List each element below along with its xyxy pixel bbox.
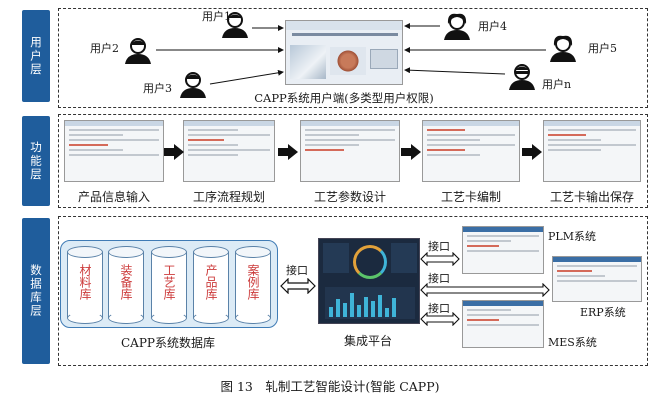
figure-caption: 图 13 轧制工艺智能设计(智能 CAPP) [220,379,440,394]
database-case-label: 案例库 [246,264,260,300]
client-label: CAPP系统用户端(多类型用户权限) [254,91,434,105]
database-equipment: 装备库 [108,246,144,324]
database-product-label: 产品库 [204,264,218,300]
user-3-label: 用户3 [143,82,172,95]
database-case: 案例库 [235,246,271,324]
integration-platform-screenshot [318,238,420,324]
user-5-label: 用户5 [588,42,617,55]
function-label-2: 工序流程规划 [192,190,266,204]
erp-system-screenshot [552,256,642,302]
database-process: 工艺库 [151,246,187,324]
flow-arrow-4 [522,144,542,160]
function-label-4: 工艺卡编制 [440,190,502,204]
interface-label-platform: 接口 [286,264,308,277]
function-label-1: 产品信息输入 [77,190,151,204]
plm-system-screenshot [462,226,544,274]
function-label-3: 工艺参数设计 [313,190,387,204]
user-layer-band: 用户层 [22,10,50,102]
user-2-icon [125,38,151,64]
database-group-label: CAPP系统数据库 [121,336,215,350]
interface-label-erp: 接口 [428,272,450,285]
database-material-label: 材料库 [78,264,92,300]
platform-label: 集成平台 [343,334,393,348]
function-layer-frame [58,114,648,208]
user-4-label: 用户4 [478,20,507,33]
user-3-icon [180,72,206,98]
erp-label: ERP系统 [580,306,626,319]
flow-arrow-2 [278,144,298,160]
database-equipment-label: 装备库 [119,264,133,300]
mes-label: MES系统 [548,336,597,349]
database-product: 产品库 [193,246,229,324]
user-2-label: 用户2 [90,42,119,55]
function-screen-5 [543,120,641,182]
user-layer-frame [58,8,648,108]
flow-arrow-3 [401,144,421,160]
capp-client-screenshot [285,20,403,85]
plm-label: PLM系统 [548,230,596,243]
data-layer-band: 数据库层 [22,218,50,364]
function-screen-1 [64,120,164,182]
data-layer-frame [58,216,648,366]
user-4-icon [444,13,470,40]
interface-label-mes: 接口 [428,302,450,315]
user-1-label: 用户1 [202,10,231,23]
interface-label-plm: 接口 [428,240,450,253]
erp-double-arrow [420,283,550,297]
function-label-5: 工艺卡输出保存 [549,190,635,204]
user-1-icon [222,12,248,38]
user-layer-label: 用户层 [29,35,43,77]
function-layer-band: 功能层 [22,116,50,206]
mes-system-screenshot [462,300,544,348]
data-layer-label: 数据库层 [29,264,43,318]
user-5-icon [550,35,576,62]
function-screen-4 [422,120,520,182]
function-screen-3 [300,120,400,182]
platform-double-arrow [280,278,316,294]
function-layer-label: 功能层 [29,140,43,182]
plm-double-arrow [420,252,460,266]
user-n-icon [509,64,535,90]
database-material: 材料库 [67,246,103,324]
user-n-label: 用户n [542,78,572,91]
user-arrows [156,23,546,85]
mes-double-arrow [420,312,460,326]
flow-arrow-1 [164,144,184,160]
database-process-label: 工艺库 [162,264,176,300]
function-screen-2 [183,120,275,182]
